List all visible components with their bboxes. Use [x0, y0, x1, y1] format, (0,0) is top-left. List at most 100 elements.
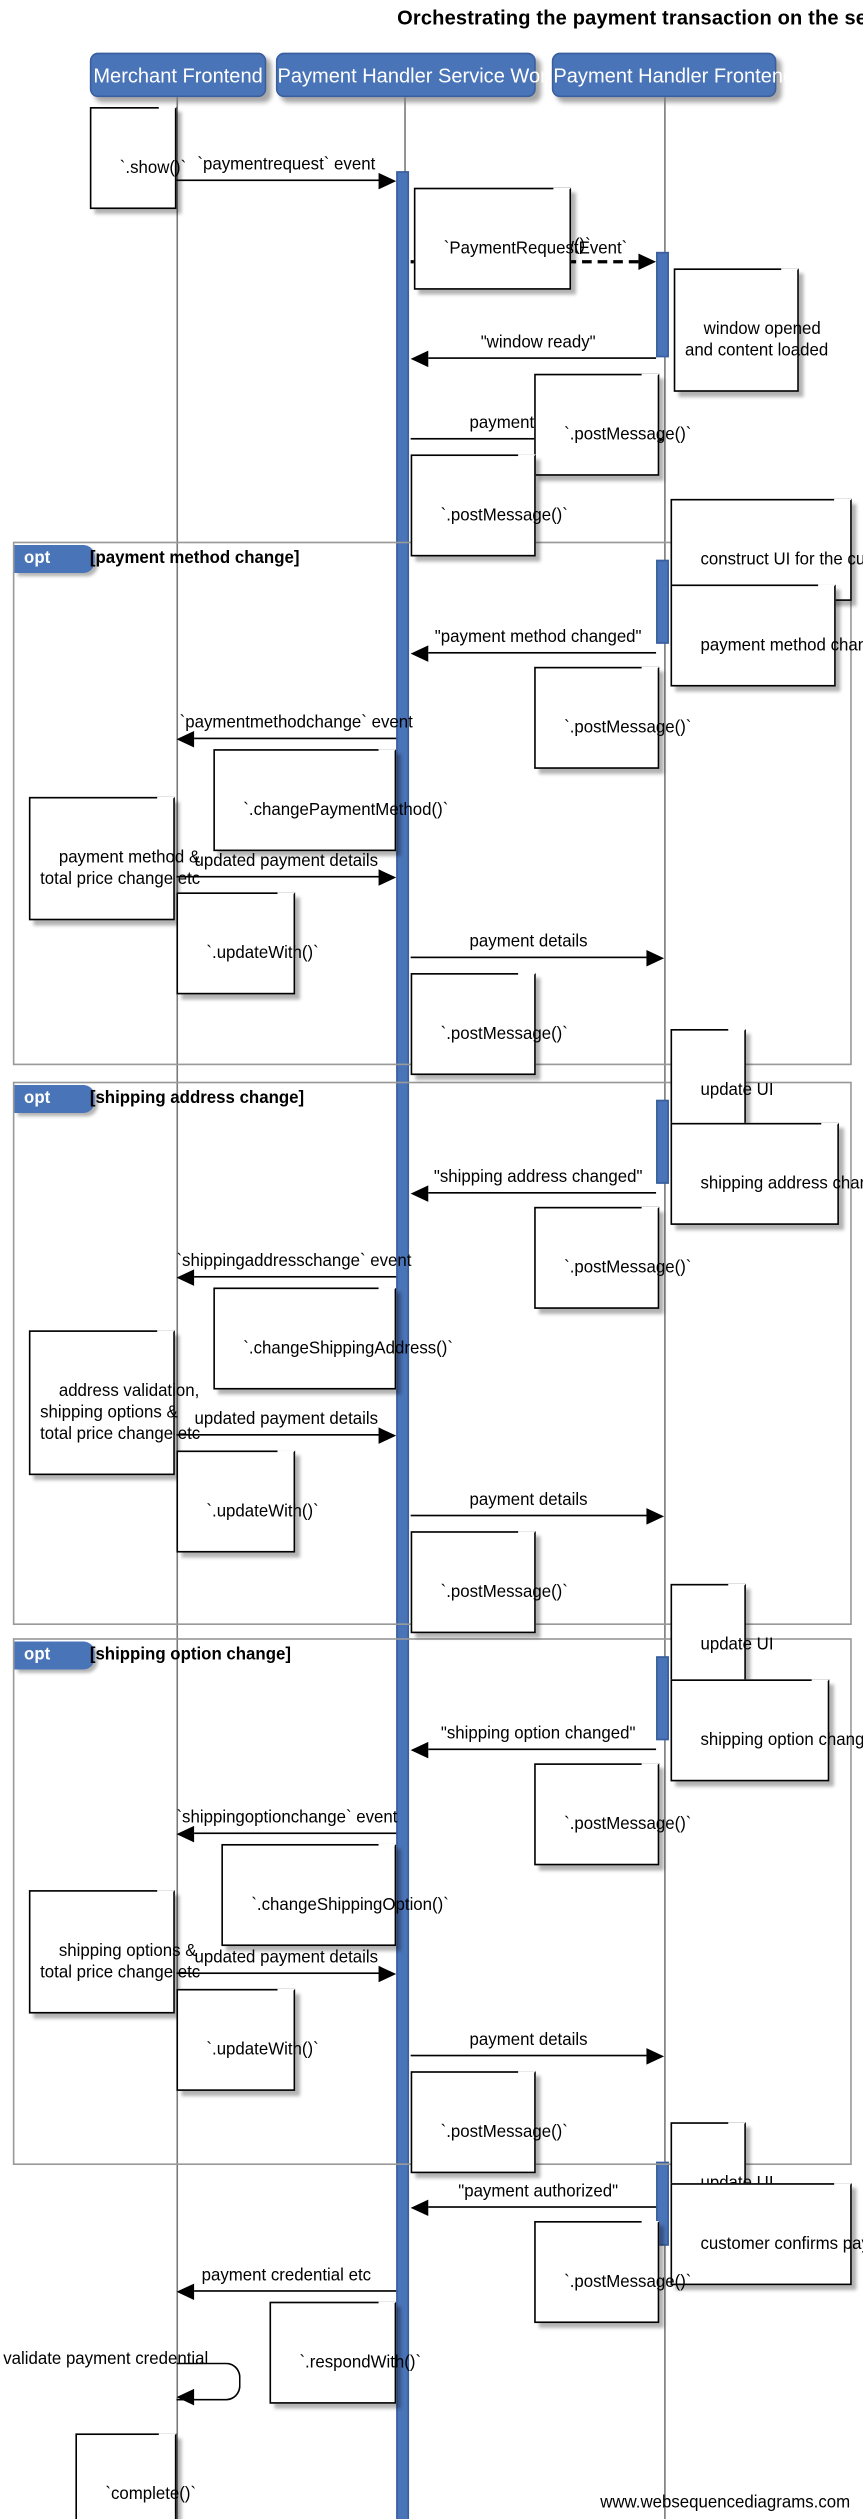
- note-payment-method-changed: payment method changed: [670, 584, 863, 687]
- note-fold-icon: [518, 2071, 536, 2090]
- note-text: shipping options & total price change et…: [40, 1941, 201, 1983]
- message-arrow-shippingaddresschange-event: [176, 1269, 195, 1286]
- note-text: `.changeShippingOption()`: [251, 1895, 449, 1915]
- note-complete: `complete()`: [75, 2433, 196, 2519]
- note-fold-icon: [277, 892, 296, 911]
- note-text: `.postMessage()`: [564, 2272, 692, 2292]
- note-text: `.updateWith()`: [206, 1501, 319, 1522]
- actor-header-service-worker[interactable]: Payment Handler Service Worker: [275, 52, 575, 98]
- note-fold-icon: [277, 1988, 296, 2007]
- note-post-message-9: `.postMessage()`: [534, 2221, 691, 2324]
- note-fold-icon: [811, 1679, 830, 1698]
- message-label-paymentmethodchange-event: `paymentmethodchange` event: [179, 712, 413, 733]
- message-arrow-paymentrequest-event: [378, 172, 397, 190]
- note-text: `.postMessage()`: [564, 717, 692, 738]
- note-fold-icon: [157, 796, 175, 815]
- note-fold-icon: [781, 268, 799, 287]
- note-fold-icon: [277, 1450, 296, 1469]
- message-label-shipping-option-changed: "shipping option changed": [440, 1723, 636, 1744]
- note-window-opened: window opened and content loaded: [673, 268, 828, 392]
- fragment-label-shipping-option-change: [shipping option change]: [89, 1644, 291, 1665]
- note-post-message-5: `.postMessage()`: [534, 1206, 691, 1309]
- note-fold-icon: [641, 1206, 660, 1225]
- note-fold-icon: [834, 498, 852, 517]
- message-arrow-window-ready: [410, 350, 429, 368]
- note-fold-icon: [553, 187, 572, 206]
- note-update-with-2: `.updateWith()`: [176, 1450, 319, 1553]
- message-label-payment-details-2: payment details: [469, 931, 588, 952]
- message-label-shippingaddresschange-event: `shippingaddresschange` event: [176, 1251, 412, 1272]
- message-label-payment-details-4: payment details: [469, 2030, 588, 2050]
- note-fold-icon: [157, 1330, 175, 1349]
- actor-header-merchant[interactable]: Merchant Frontend: [89, 52, 267, 98]
- note-text: `PaymentRequestEvent`: [443, 238, 628, 259]
- note-text: `.postMessage()`: [440, 505, 568, 526]
- page-title: Orchestrating the payment transaction on…: [397, 6, 863, 30]
- lifeline-payment-handler-frontend: [664, 97, 666, 2519]
- note-fold-icon: [728, 1583, 746, 1602]
- note-text: update UI: [700, 1080, 774, 1100]
- note-text: `.changePaymentMethod()`: [243, 800, 449, 820]
- message-arrow-updated-payment-details-3: [378, 1965, 397, 1983]
- activation-phf-initial: [656, 251, 669, 358]
- message-line-shippingaddresschange-event: [194, 1275, 397, 1278]
- activation-service-worker: [396, 171, 410, 2519]
- note-fold-icon: [728, 1029, 746, 1048]
- message-line-shipping-address-changed: [428, 1191, 657, 1194]
- note-address-validation: address validation, shipping options & t…: [28, 1330, 200, 1476]
- fragment-tab-payment-method-change: opt: [14, 544, 95, 573]
- activation-phf-payment-method: [656, 559, 669, 644]
- message-arrow-shipping-option-changed: [410, 1741, 429, 1759]
- note-text: `.changeShippingAddress()`: [243, 1338, 454, 1359]
- message-label-payment-authorized: "payment authorized": [458, 2181, 619, 2202]
- message-arrow-updated-payment-details-1: [378, 869, 397, 886]
- message-line-updated-payment-details-3: [176, 1972, 381, 1975]
- note-fold-icon: [641, 1763, 660, 1782]
- message-line-updated-payment-details-2: [176, 1434, 381, 1436]
- note-text: `complete()`: [105, 2484, 197, 2505]
- message-label-payment-credential-etc: payment credential etc: [201, 2265, 372, 2286]
- note-text: payment method changed: [700, 635, 863, 656]
- note-fold-icon: [158, 107, 177, 126]
- note-text: `.respondWith()`: [299, 2352, 422, 2373]
- message-arrow-shippingoptionchange-event: [176, 1825, 195, 1843]
- note-text: payment method & total price change etc: [40, 847, 201, 890]
- note-post-message-4: `.postMessage()`: [410, 973, 568, 1076]
- note-text: `.postMessage()`: [440, 2122, 568, 2142]
- note-post-message-2: `.postMessage()`: [410, 454, 568, 557]
- note-text: `.show()`: [119, 158, 187, 178]
- note-update-with-1: `.updateWith()`: [176, 892, 319, 995]
- message-arrow-shipping-address-changed: [410, 1185, 429, 1202]
- message-self-loop-validate-payment-credential: [176, 2362, 241, 2401]
- message-arrow-payment-method-changed: [410, 645, 429, 662]
- note-text: `.postMessage()`: [440, 1582, 568, 1602]
- note-text: customer confirms payment: [700, 2234, 863, 2254]
- note-change-shipping-address: `.changeShippingAddress()`: [213, 1287, 453, 1390]
- message-label-payment-method-changed: "payment method changed": [434, 627, 642, 648]
- activation-phf-shipping-option: [656, 1656, 669, 1741]
- message-label-shipping-address-changed: "shipping address changed": [433, 1167, 643, 1188]
- note-post-message-7: `.postMessage()`: [534, 1763, 691, 1866]
- note-fold-icon: [158, 2433, 177, 2452]
- note-fold-icon: [378, 749, 397, 768]
- note-shipping-address-changed: shipping address changed: [670, 1122, 863, 1225]
- note-shipping-options-total-price: shipping options & total price change et…: [28, 1890, 200, 2014]
- message-line-paymentmethodchange-event: [194, 737, 397, 740]
- note-text: `.postMessage()`: [564, 1257, 692, 1278]
- message-line-payment-details-3: [410, 1514, 647, 1517]
- message-line-payment-method-changed: [428, 651, 657, 654]
- lifeline-merchant: [176, 97, 179, 2519]
- note-text: `.postMessage()`: [564, 424, 692, 445]
- message-arrow-payment-authorized: [410, 2199, 429, 2217]
- message-arrow-updated-payment-details-2: [378, 1427, 397, 1444]
- actor-header-payment-handler-frontend[interactable]: Payment Handler Frontend: [551, 52, 794, 98]
- message-line-updated-payment-details-1: [176, 875, 381, 878]
- message-label-shippingoptionchange-event: `shippingoptionchange` event: [176, 1807, 398, 1828]
- message-label-payment-details-3: payment details: [469, 1489, 588, 1510]
- fragment-label-payment-method-change: [payment method change]: [89, 548, 300, 569]
- message-label-window-ready: "window ready": [480, 332, 596, 353]
- note-post-message-1: `.postMessage()`: [534, 373, 691, 476]
- message-label-validate-payment-credential: validate payment credential: [3, 2349, 209, 2370]
- note-post-message-6: `.postMessage()`: [410, 1531, 568, 1634]
- note-change-payment-method: `.changePaymentMethod()`: [213, 749, 448, 852]
